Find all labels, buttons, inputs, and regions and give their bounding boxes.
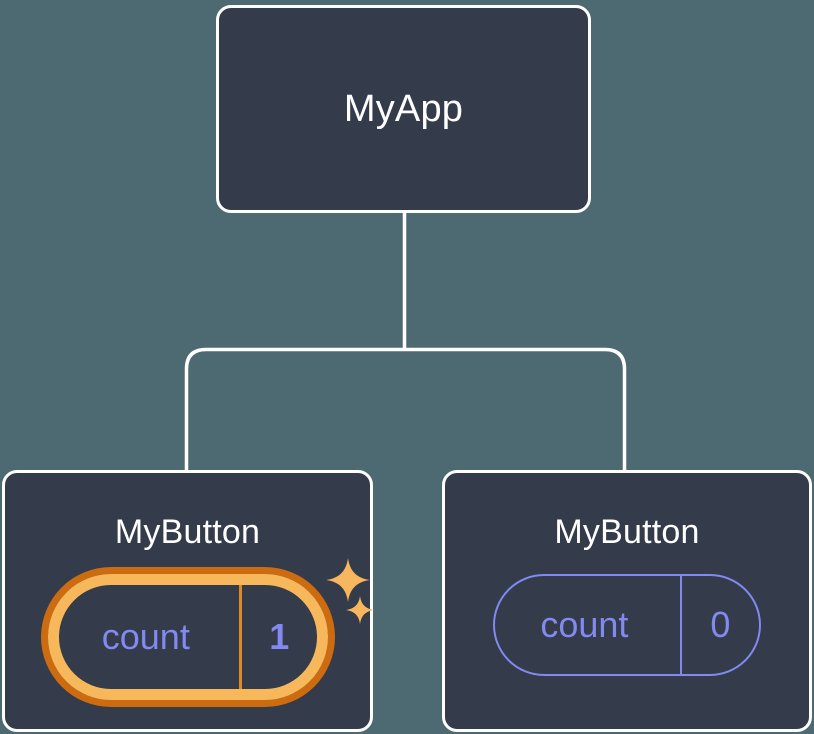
node-myapp-title: MyApp [343,87,464,130]
connector-branch-left [184,347,405,472]
node-mybutton-right[interactable]: MyButton count 0 [442,470,812,732]
state-pill-right[interactable]: count 0 [493,574,761,676]
node-myapp[interactable]: MyApp [216,5,591,213]
state-pill-wrapper-left: count 1 [47,558,374,700]
state-key-cell-right: count [495,576,680,674]
node-mybutton-left[interactable]: MyButton count 1 [2,470,374,732]
state-value-cell-left: 1 [239,585,316,689]
connector-branch-right [404,347,627,472]
node-mybutton-right-title: MyButton [554,513,700,551]
node-mybutton-left-title: MyButton [114,513,261,551]
state-value-label-right: 0 [710,604,731,645]
state-pill-wrapper-right: count 0 [493,574,761,676]
state-pill-left[interactable]: count 1 [47,574,328,700]
state-key-label-right: count [540,604,629,645]
sparkle-large-icon [325,558,370,602]
state-value-label-left: 1 [269,616,290,657]
state-value-cell-right: 0 [679,576,759,674]
sparkle-small-icon [345,596,374,624]
state-key-cell-left: count [59,585,240,689]
state-key-label-left: count [101,616,190,657]
